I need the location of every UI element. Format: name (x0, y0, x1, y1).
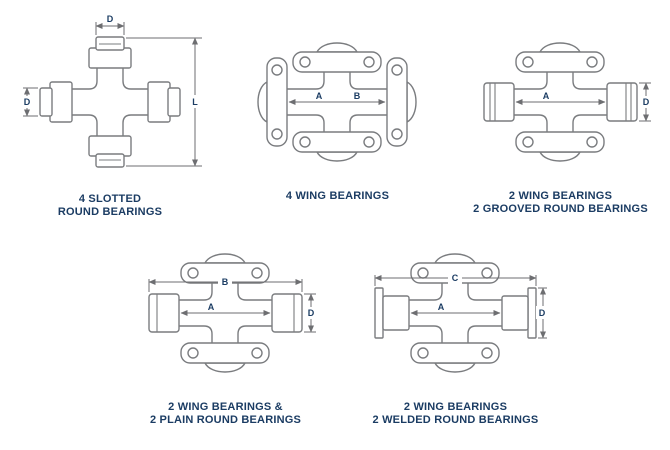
wing-bearing-left (257, 57, 288, 147)
dimension-l-right: L (126, 37, 202, 167)
diagram-4-slotted-round-bearings: D D L 4 SLOTTED ROUND BEARINGS (10, 10, 210, 219)
dimension-d-right: D (536, 287, 548, 339)
drawing-4-slotted-round-bearings: D D L (20, 14, 202, 168)
dimension-d-left: D (20, 87, 38, 117)
caption-line: 2 PLAIN ROUND BEARINGS (149, 414, 302, 426)
wing-bearing-bottom (292, 131, 382, 162)
caption-line: 2 WELDED ROUND BEARINGS (372, 414, 539, 426)
wing-bearing-top (515, 42, 605, 73)
plain-round-bearing-left (148, 293, 180, 333)
dimension-a: A (515, 91, 606, 105)
dimension-a: A (410, 302, 501, 316)
wing-bearing-right (386, 57, 417, 147)
plain-round-bearing-right (271, 293, 303, 333)
welded-round-bearing-left (374, 287, 410, 339)
dim-label-c: C (452, 273, 459, 283)
diagram-caption: 2 WING BEARINGS & 2 PLAIN ROUND BEARINGS (133, 401, 318, 427)
caption-line: 4 SLOTTED (78, 193, 142, 205)
diagram-caption: 4 SLOTTED ROUND BEARINGS (10, 193, 210, 219)
caption-line: 2 WING BEARINGS & (168, 401, 283, 413)
dimension-a-b: A B (288, 91, 386, 105)
slotted-round-bearing-left (39, 81, 73, 123)
diagram-2-wing-2-welded-round-bearings: C A D 2 WING BEARINGS 2 WELDED ROUND BEA… (363, 233, 548, 427)
diagram-4-wing-bearings: A B 4 WING BEARINGS (245, 22, 430, 203)
dimension-c-top: C (374, 272, 537, 286)
dim-label-d: D (539, 308, 546, 318)
dim-label-d: D (308, 308, 315, 318)
dim-label-b: B (222, 277, 229, 287)
dim-label-l: L (192, 97, 198, 107)
caption-line: 4 WING BEARINGS (285, 190, 390, 202)
drawing-2-wing-2-grooved: A D (483, 42, 653, 162)
slotted-round-bearing-top (88, 36, 132, 69)
wing-bearing-bottom (180, 342, 270, 373)
drawing-2-wing-2-welded: C A D (374, 253, 548, 373)
dimension-b-top: B (148, 276, 303, 292)
wing-bearing-bottom (515, 131, 605, 162)
caption-line: 2 WING BEARINGS (403, 401, 508, 413)
drawing-2-wing-2-plain: B A D (148, 253, 318, 373)
dim-label-a: A (438, 302, 445, 312)
dim-label-d-left: D (24, 97, 31, 107)
grooved-round-bearing-left (483, 82, 515, 122)
diagram-caption: 4 WING BEARINGS (245, 190, 430, 203)
dimension-a: A (180, 302, 271, 316)
welded-round-bearing-right (501, 287, 537, 339)
dimension-d-right: D (304, 293, 318, 333)
dim-label-d: D (643, 97, 650, 107)
dim-label-a: A (208, 302, 215, 312)
dim-label-a: A (316, 91, 323, 101)
dimension-d-top: D (95, 14, 125, 35)
dim-label-d-top: D (107, 14, 114, 24)
caption-line: 2 WING BEARINGS (508, 190, 613, 202)
slotted-round-bearing-right (147, 81, 181, 123)
diagram-caption: 2 WING BEARINGS 2 WELDED ROUND BEARINGS (363, 401, 548, 427)
drawing-4-wing-bearings: A B (257, 42, 417, 162)
slotted-round-bearing-bottom (88, 135, 132, 168)
wing-bearing-top (292, 42, 382, 73)
diagram-2-wing-2-plain-round-bearings: B A D 2 WING BEARINGS & 2 PLAIN ROUND BE… (133, 233, 318, 427)
wing-bearing-bottom (410, 342, 500, 373)
dim-label-a: A (543, 91, 550, 101)
caption-line: 2 GROOVED ROUND BEARINGS (473, 203, 648, 215)
diagram-caption: 2 WING BEARINGS 2 GROOVED ROUND BEARINGS (468, 190, 653, 216)
caption-line: ROUND BEARINGS (57, 206, 163, 218)
dimension-d-right: D (639, 82, 653, 122)
grooved-round-bearing-right (606, 82, 638, 122)
diagram-2-wing-2-grooved-round-bearings: A D 2 WING BEARINGS 2 GROOVED ROUND BEAR… (468, 22, 653, 216)
dim-label-b: B (354, 91, 361, 101)
